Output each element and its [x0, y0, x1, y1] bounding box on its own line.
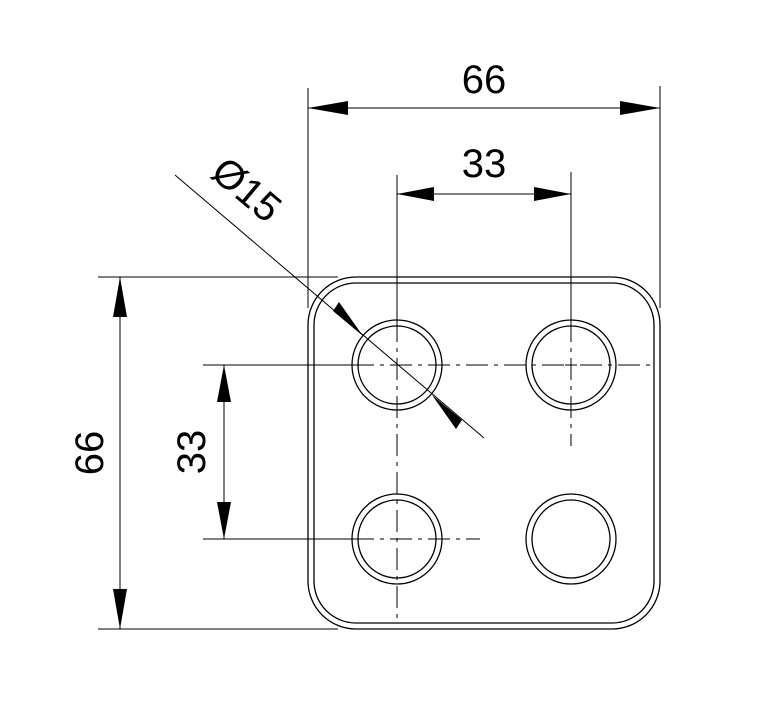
plate-outline [307, 276, 661, 630]
center-lines [203, 172, 652, 622]
height-dimension-label: 66 [68, 431, 112, 476]
width-dimension: 66 [307, 58, 661, 308]
width-dimension-label: 66 [462, 58, 507, 102]
hole-diameter-label: Ø15 [203, 149, 289, 231]
hole-spacing-y-dimension: 33 [170, 365, 231, 539]
hole-spacing-x-label: 33 [462, 142, 507, 186]
height-dimension: 66 [68, 276, 338, 630]
hole-spacing-y-label: 33 [170, 430, 214, 475]
hole-spacing-x-dimension: 33 [397, 142, 571, 201]
hole-bottom-right [525, 493, 617, 585]
